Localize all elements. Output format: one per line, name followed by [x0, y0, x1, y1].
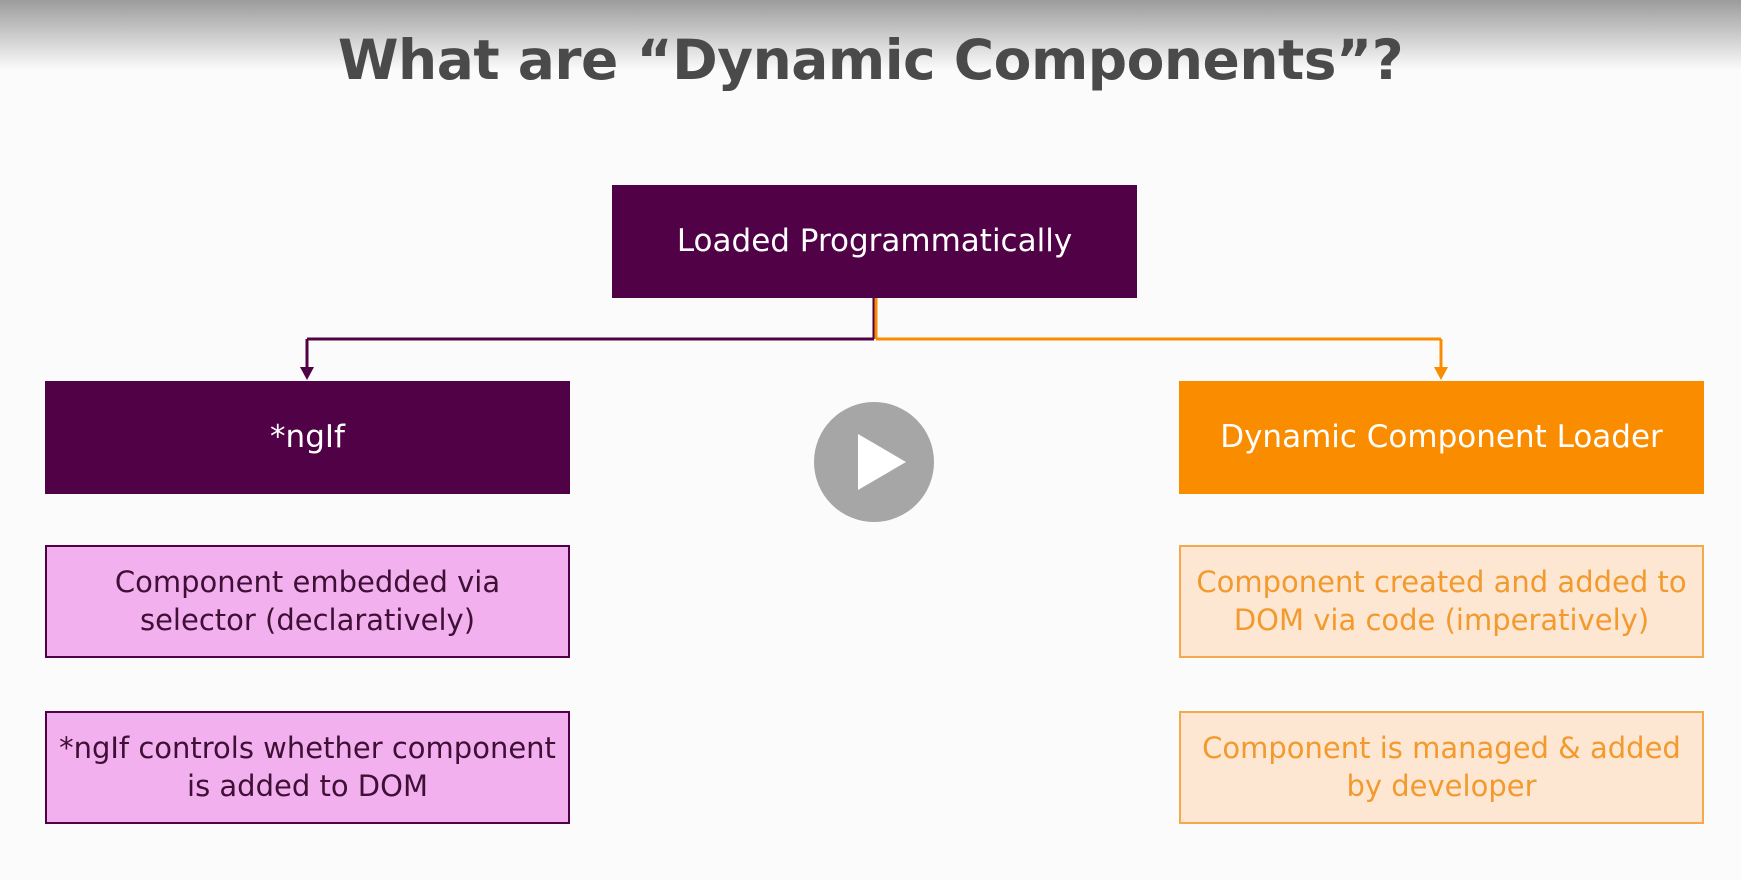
arrowhead-right — [1434, 367, 1448, 380]
slide-title: What are “Dynamic Components”? — [337, 28, 1404, 92]
right-detail-box: Component is managed & added by develope… — [1179, 711, 1704, 824]
play-button[interactable] — [814, 402, 934, 522]
connector-right — [874, 298, 1448, 380]
right-detail-box: Component created and added to DOM via c… — [1179, 545, 1704, 658]
left-detail-box: Component embedded via selector (declara… — [45, 545, 570, 658]
root-node: Loaded Programmatically — [612, 185, 1137, 298]
play-icon — [858, 434, 906, 490]
connector-left — [300, 298, 876, 380]
left-branch-heading: *ngIf — [45, 381, 570, 494]
left-detail-box: *ngIf controls whether component is adde… — [45, 711, 570, 824]
arrowhead-left — [300, 367, 314, 380]
right-branch-heading: Dynamic Component Loader — [1179, 381, 1704, 494]
video-top-shade — [0, 0, 1741, 70]
